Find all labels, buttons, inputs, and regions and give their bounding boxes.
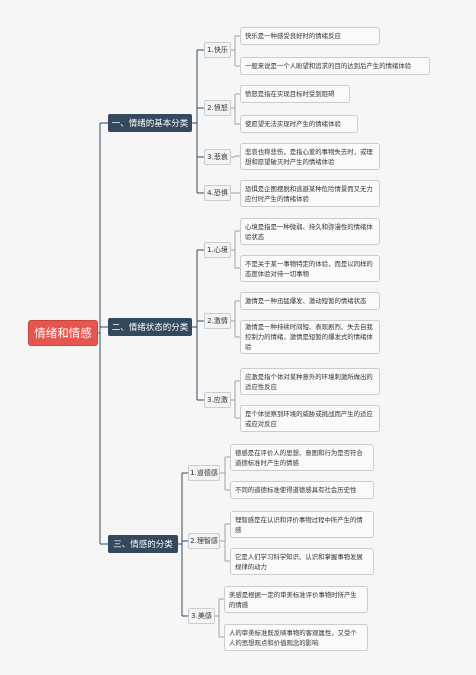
sub-node[interactable]: 1.道德感 xyxy=(188,465,220,481)
leaf-node[interactable]: 一般来说是一个人盼望和追求的目的达到后产生的情绪体验 xyxy=(240,57,430,75)
sub-node[interactable]: 2.激情 xyxy=(204,313,231,329)
sub-node[interactable]: 2.理智感 xyxy=(188,533,220,549)
leaf-node[interactable]: 激情是一种迅猛爆发、激动短暂的情绪状态 xyxy=(240,292,380,310)
leaf-node[interactable]: 愤怒是指在实现目标时受到阻碍 xyxy=(240,85,350,103)
leaf-node[interactable]: 快乐是一种感受良好时的情绪反应 xyxy=(240,27,380,45)
root-node[interactable]: 情绪和情感 xyxy=(28,320,98,346)
leaf-node[interactable]: 悲哀也称悲伤，是指心爱的事物失去时，或理想和愿望破灭时产生的情绪体验 xyxy=(240,143,380,170)
sub-node[interactable]: 1.快乐 xyxy=(204,42,231,58)
sub-node[interactable]: 3.应激 xyxy=(204,392,231,408)
sub-node[interactable]: 4.恐惧 xyxy=(204,185,231,201)
branch-2-node[interactable]: 二、情绪状态的分类 xyxy=(108,318,192,336)
leaf-node[interactable]: 德感是在评价人的思想、意图和行为是否符合道德标准时产生的情感 xyxy=(230,444,374,471)
leaf-node[interactable]: 应激是指个体对某种意外的环境刺激所做出的适应性反应 xyxy=(240,368,380,395)
leaf-node[interactable]: 它是人们学习科学知识、认识和掌握事物发展规律的动力 xyxy=(230,548,374,575)
sub-node[interactable]: 3.美感 xyxy=(188,608,215,624)
leaf-node[interactable]: 是个体觉察到环境的威胁或挑战而产生的适应或应对反应 xyxy=(240,405,380,432)
leaf-node[interactable]: 激情是一种持续时间短、表现剧烈、失去自我控制力的情绪，激情是短暂的爆发式的情绪体… xyxy=(240,320,380,354)
branch-1-node[interactable]: 一、情绪的基本分类 xyxy=(108,114,192,132)
branch-3-node[interactable]: 三、情感的分类 xyxy=(108,535,178,553)
leaf-node[interactable]: 心境是指是一种微弱、持久和弥漫性的情绪体验状态 xyxy=(240,218,380,245)
leaf-node[interactable]: 美感是根据一定的审美标准评价事物时所产生的情感 xyxy=(224,586,368,613)
leaf-node[interactable]: 不是关于某一事物特定的体验，而是以同样的态度体验对待一切事物 xyxy=(240,255,380,282)
leaf-node[interactable]: 使愿望无法实现时产生的情绪体验 xyxy=(240,115,358,133)
leaf-node[interactable]: 不同的道德标准使得道德感具有社会历史性 xyxy=(230,481,374,499)
leaf-node[interactable]: 人的审美标准既反映事物的客观属性，又受个人的思想观点和价值观念的影响 xyxy=(224,624,368,651)
leaf-node[interactable]: 理智感是在认识和评价事物过程中所产生的情感 xyxy=(230,511,374,538)
sub-node[interactable]: 1.心境 xyxy=(204,242,231,258)
leaf-node[interactable]: 恐惧是企图摆脱和逃避某种危险情景而又无力应付时产生的情绪体验 xyxy=(240,180,380,207)
sub-node[interactable]: 2.愤怒 xyxy=(204,100,231,116)
sub-node[interactable]: 3.悲哀 xyxy=(204,149,231,165)
